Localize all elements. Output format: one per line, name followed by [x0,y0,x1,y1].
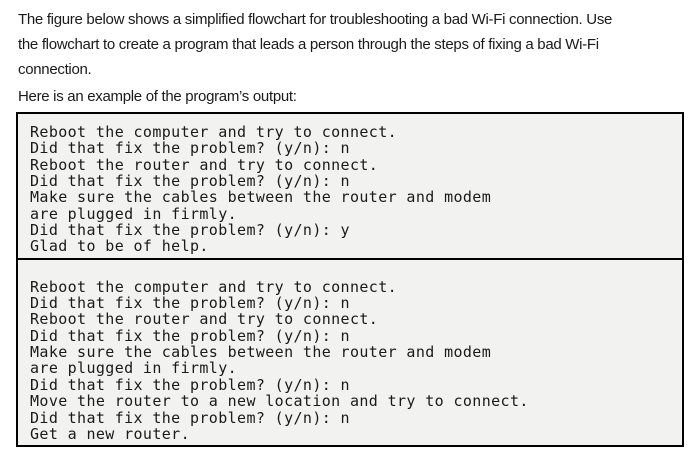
console-output-line: Did that fix the problem? (y/n): n [30,326,350,345]
console-output-line: Make sure the cables between the router … [30,343,492,362]
run-divider [18,257,682,260]
intro-paragraph-line: the flowchart to create a program that l… [18,36,599,53]
console-output-line: Did that fix the problem? (y/n): n [30,375,350,394]
program-run-1: Reboot the computer and try to connect.D… [30,124,674,255]
program-run-2: Reboot the computer and try to connect.D… [30,277,674,443]
console-output-line: Did that fix the problem? (y/n): n [30,139,350,158]
console-output-line: Did that fix the problem? (y/n): n [30,294,350,313]
console-output-line: Reboot the router and try to connect. [30,310,379,329]
console-output-line: Get a new router. [30,424,190,443]
console-output-line: Did that fix the problem? (y/n): y [30,221,350,240]
console-output-line: Reboot the computer and try to connect. [30,277,398,296]
console-output-line: Did that fix the problem? (y/n): n [30,172,350,191]
intro-paragraph-line: The figure below shows a simplified flow… [18,11,613,28]
console-output-line: Make sure the cables between the router … [30,188,492,207]
console-output-line: Reboot the router and try to connect. [30,155,379,174]
console-output-line: Did that fix the problem? (y/n): n [30,408,350,427]
intro-paragraph-line: connection. [18,61,92,78]
console-output-line: Move the router to a new location and tr… [30,392,529,411]
console-output-line: are plugged in firmly. [30,359,238,378]
example-output-label: Here is an example of the program’s outp… [18,88,297,105]
console-output-box: Reboot the computer and try to connect.D… [16,112,684,447]
console-output-line: are plugged in firmly. [30,204,238,223]
intro-paragraph: The figure below shows a simplified flow… [18,7,612,82]
console-output-line: Glad to be of help. [30,237,209,256]
console-output-line: Reboot the computer and try to connect. [30,123,398,141]
